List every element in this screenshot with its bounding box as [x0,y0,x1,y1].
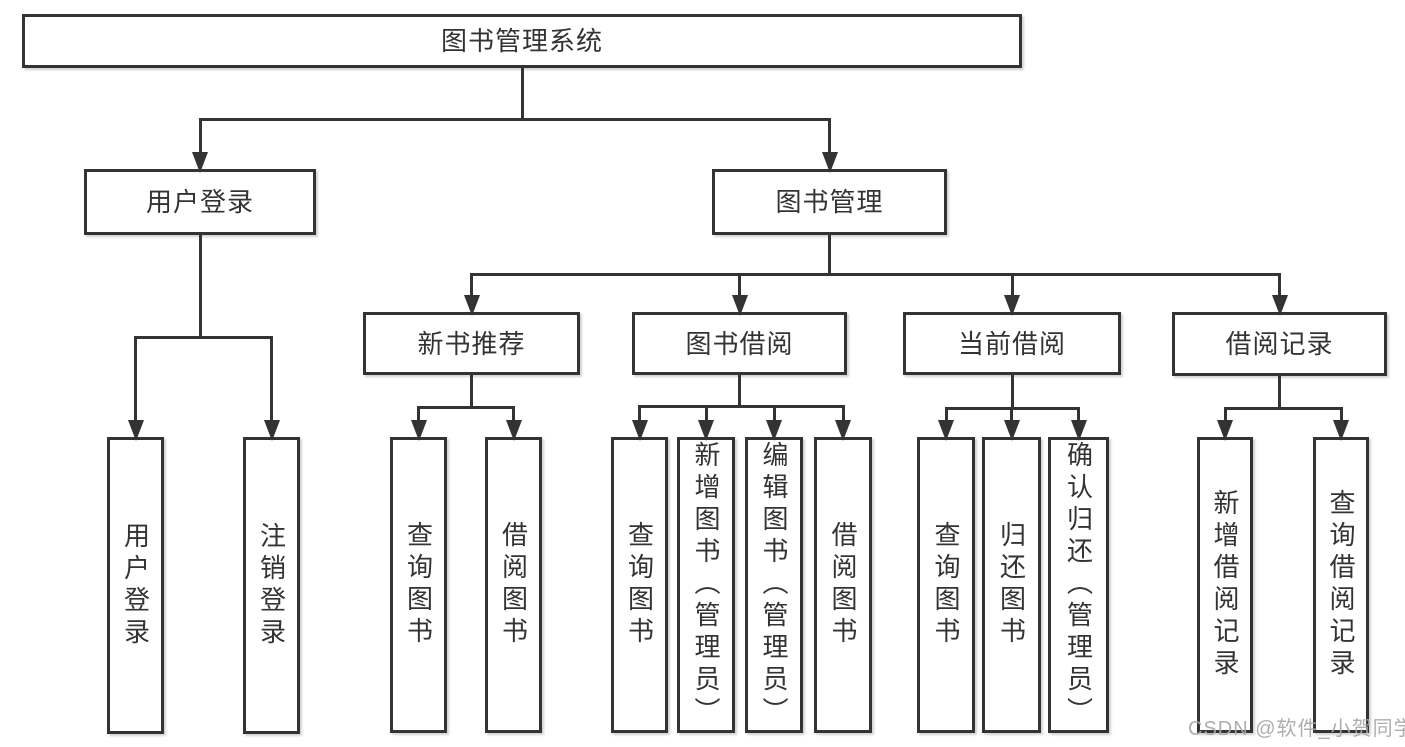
connector-stem-root [520,67,524,121]
node-label-rec-query: 查询图书 [403,521,434,649]
arrowhead-c-query [938,420,954,441]
node-mgmt: 图书管理 [712,169,947,235]
arrowhead-rec-query [410,420,427,441]
arrowhead-logout [263,420,280,441]
arrowhead-login [192,152,208,173]
connector-stem-login [198,234,202,339]
arrowhead-current [1004,295,1020,316]
node-label-b-borrow: 借阅图书 [828,521,858,649]
node-label-records: 借阅记录 [1225,329,1334,359]
node-label-rec-borrow: 借阅图书 [498,521,529,649]
arrowhead-records [1271,295,1288,316]
connector-drop-b-borrow [841,405,845,420]
node-label-c-return: 归还图书 [996,521,1027,649]
connector-stem-current [1010,374,1014,410]
node-login: 用户登录 [84,169,316,235]
connector-drop-r-add [1223,407,1227,420]
node-label-login: 用户登录 [145,187,254,217]
node-b-borrow: 借阅图书 [814,437,872,733]
connector-rail-mgmt [470,273,1281,276]
node-borrow: 图书借阅 [632,312,847,375]
node-b-edit: 编辑图书（管理员） [745,437,803,733]
node-label-borrow: 图书借阅 [685,328,794,359]
connector-drop-logout [270,336,273,420]
connector-drop-borrow [738,273,741,295]
node-rec-borrow: 借阅图书 [485,437,542,733]
node-label-rec: 新书推荐 [417,328,526,359]
connector-drop-c-return [1010,407,1013,420]
node-c-return: 归还图书 [982,437,1041,733]
arrowhead-b-query [631,420,648,441]
arrowhead-rec-borrow [505,420,522,441]
connector-rail-rec [417,406,515,409]
arrowhead-c-return [1003,420,1020,441]
node-label-mgmt: 图书管理 [775,187,884,217]
connector-drop-rec [470,273,473,295]
connector-stem-rec [470,374,473,409]
node-label-b-add: 新增图书（管理员） [691,441,721,729]
node-label-b-query: 查询图书 [624,521,655,649]
node-label-c-query: 查询图书 [931,521,961,649]
connector-drop-b-query [638,405,641,420]
connector-drop-mgmt [828,118,831,152]
connector-rail-borrow [638,405,845,408]
node-label-logout: 注销登录 [256,521,287,650]
node-logout: 注销登录 [243,437,300,734]
connector-rail-root [198,118,831,121]
node-label-root: 图书管理系统 [440,26,603,56]
connector-stem-records [1278,375,1281,410]
node-label-b-edit: 编辑图书（管理员） [759,441,789,729]
arrowhead-login-do [127,420,144,441]
node-label-r-add: 新增借阅记录 [1210,489,1240,681]
arrowhead-mgmt [821,152,838,173]
node-login-do: 用户登录 [107,437,164,734]
connector-drop-c-query [944,407,948,420]
node-c-query: 查询图书 [917,437,975,733]
arrowhead-rec [463,295,480,316]
connector-drop-rec-query [417,406,420,420]
connector-stem-borrow [738,374,741,408]
connector-drop-b-add [704,405,708,420]
arrowhead-r-add [1217,420,1233,441]
connector-drop-records [1278,273,1281,295]
arrowhead-r-query [1333,420,1349,441]
node-label-login-do: 用户登录 [120,521,151,650]
connector-rail-records [1223,407,1343,410]
node-b-add: 新增图书（管理员） [677,437,735,733]
node-b-query: 查询图书 [611,437,668,733]
node-root: 图书管理系统 [22,14,1022,68]
node-label-c-confirm: 确认归还（管理员） [1063,441,1094,729]
arrowhead-borrow [731,295,748,316]
csdn-watermark: CSDN @软件_小贺同学 [1188,718,1405,740]
node-rec: 新书推荐 [363,312,580,375]
arrowhead-b-add [698,420,714,441]
arrowhead-b-borrow [835,420,851,441]
node-current: 当前借阅 [903,312,1121,375]
connector-drop-r-query [1339,407,1343,420]
connector-drop-c-confirm [1077,407,1080,420]
node-label-current: 当前借阅 [957,328,1066,359]
connector-drop-rec-borrow [512,406,515,420]
node-r-query: 查询借阅记录 [1313,437,1369,733]
connector-rail-login [134,336,273,339]
node-rec-query: 查询图书 [390,437,447,733]
node-c-confirm: 确认归还（管理员） [1048,437,1109,733]
node-label-r-query: 查询借阅记录 [1326,489,1356,681]
connector-drop-login [198,118,202,152]
connector-drop-current [1010,273,1014,295]
connector-drop-login-do [134,336,137,420]
arrowhead-c-confirm [1070,420,1087,441]
arrowhead-b-edit [766,420,782,441]
node-r-add: 新增借阅记录 [1197,437,1253,733]
node-records: 借阅记录 [1172,312,1387,376]
connector-stem-mgmt [828,234,831,276]
connector-drop-b-edit [772,405,776,420]
